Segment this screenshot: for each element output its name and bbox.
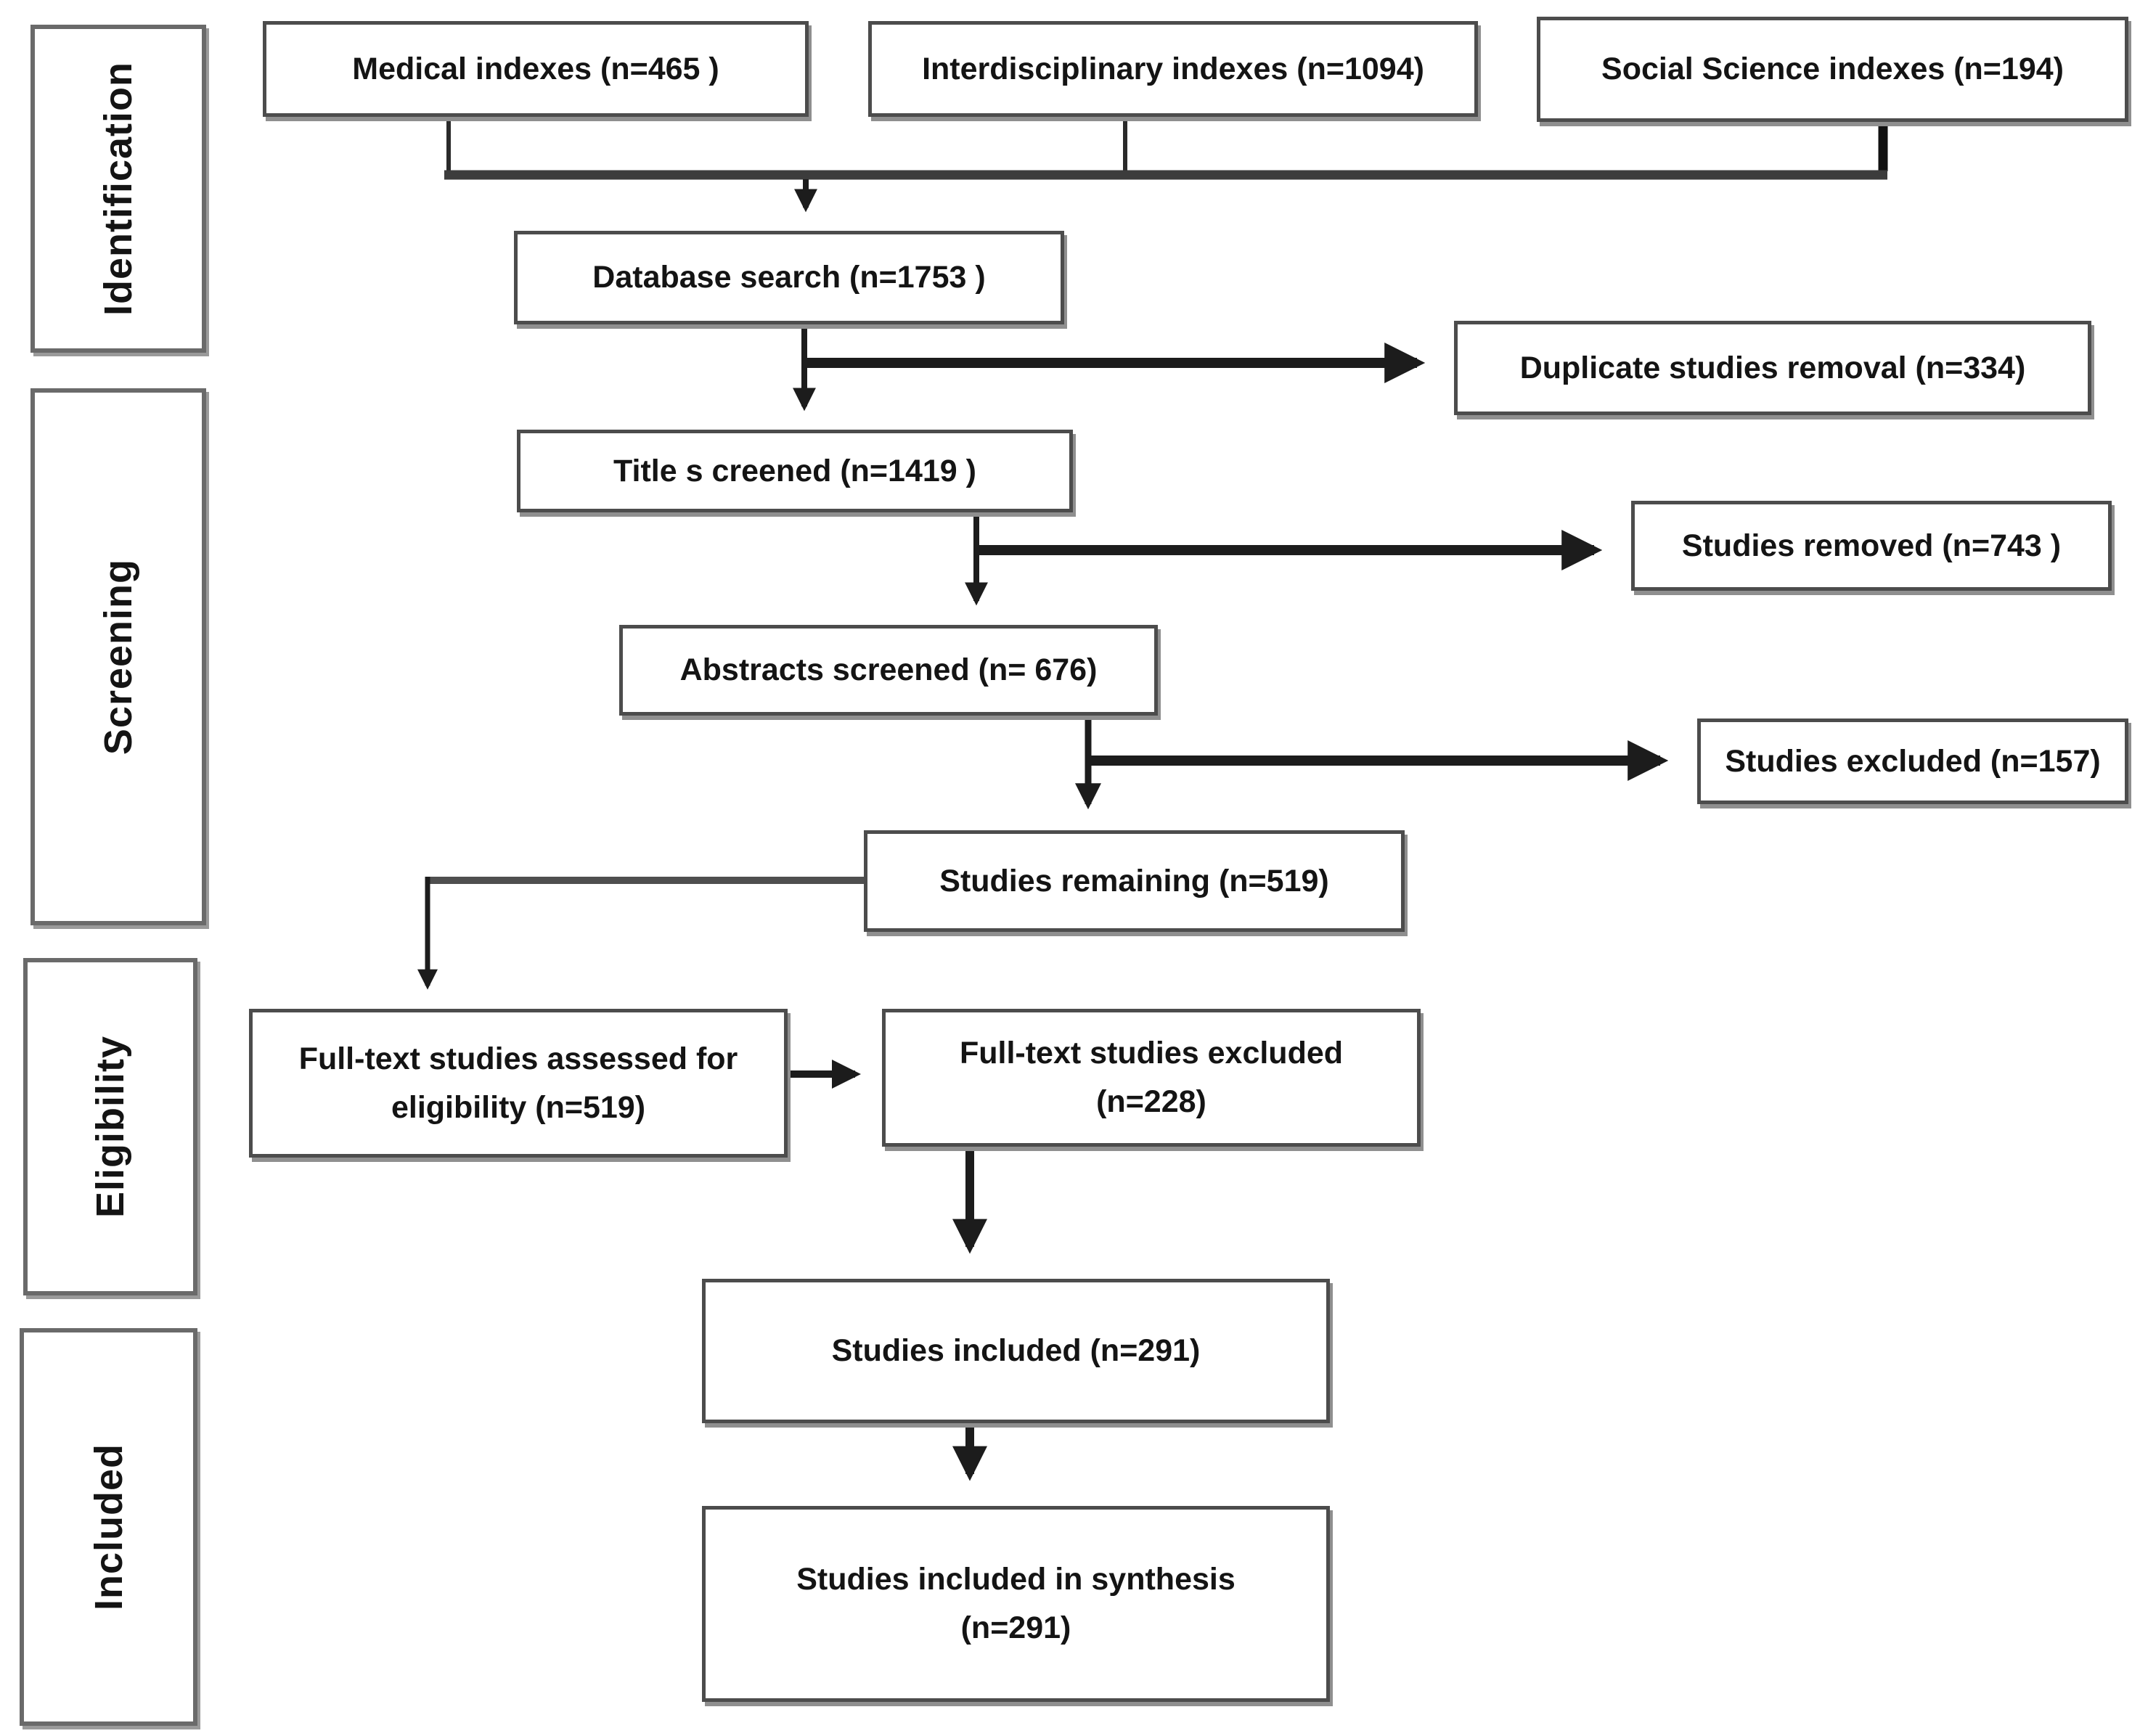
box-fulltext-excluded-line2: (n=228)	[1096, 1084, 1206, 1119]
box-fulltext-excluded: Full-text studies excluded (n=228)	[882, 1009, 1421, 1147]
stage-eligibility-label: Eligibility	[89, 1035, 132, 1219]
stage-included: Included	[20, 1328, 197, 1726]
box-studies-remaining-label: Studies remaining (n=519)	[939, 863, 1329, 898]
box-studies-excluded-label: Studies excluded (n=157)	[1725, 743, 2101, 779]
box-studies-included-synthesis-line1: Studies included in synthesis	[796, 1562, 1236, 1597]
box-studies-removed: Studies removed (n=743 )	[1631, 501, 2112, 591]
box-fulltext-excluded-line1: Full-text studies excluded	[959, 1036, 1344, 1071]
box-studies-excluded: Studies excluded (n=157)	[1697, 718, 2128, 804]
box-abstracts-screened-label: Abstracts screened (n= 676)	[679, 652, 1098, 688]
box-duplicate-studies-removal-label: Duplicate studies removal (n=334)	[1519, 350, 2026, 385]
box-abstracts-screened: Abstracts screened (n= 676)	[619, 625, 1158, 716]
box-studies-removed-label: Studies removed (n=743 )	[1681, 528, 2062, 563]
box-title-screened-label: Title s creened (n=1419 )	[613, 453, 976, 488]
box-studies-remaining: Studies remaining (n=519)	[864, 830, 1405, 932]
box-duplicate-studies-removal: Duplicate studies removal (n=334)	[1454, 321, 2091, 415]
stage-included-label: Included	[86, 1443, 131, 1610]
stage-eligibility: Eligibility	[23, 958, 197, 1295]
box-fulltext-assessed-line1: Full-text studies assessed for	[298, 1041, 738, 1076]
stage-identification: Identification	[30, 25, 206, 353]
box-fulltext-assessed: Full-text studies assessed for eligibili…	[249, 1009, 788, 1158]
box-database-search: Database search (n=1753 )	[514, 231, 1064, 324]
box-studies-included-label: Studies included (n=291)	[831, 1333, 1201, 1369]
stage-screening: Screening	[30, 388, 206, 925]
box-medical-indexes-label: Medical indexes (n=465 )	[352, 51, 719, 86]
box-studies-included-synthesis-line2: (n=291)	[960, 1610, 1071, 1645]
box-studies-included: Studies included (n=291)	[702, 1279, 1330, 1423]
box-interdisciplinary-indexes: Interdisciplinary indexes (n=1094)	[868, 21, 1478, 117]
box-social-science-indexes-label: Social Science indexes (n=194)	[1601, 52, 2064, 87]
box-interdisciplinary-indexes-label: Interdisciplinary indexes (n=1094)	[922, 51, 1424, 86]
box-studies-included-synthesis: Studies included in synthesis (n=291)	[702, 1506, 1330, 1702]
stage-identification-label: Identification	[97, 62, 140, 316]
box-title-screened: Title s creened (n=1419 )	[517, 430, 1073, 512]
box-fulltext-assessed-line2: eligibility (n=519)	[391, 1089, 646, 1125]
box-medical-indexes: Medical indexes (n=465 )	[263, 21, 809, 117]
stage-screening-label: Screening	[97, 558, 140, 756]
box-social-science-indexes: Social Science indexes (n=194)	[1537, 17, 2128, 122]
box-database-search-label: Database search (n=1753 )	[592, 260, 986, 295]
